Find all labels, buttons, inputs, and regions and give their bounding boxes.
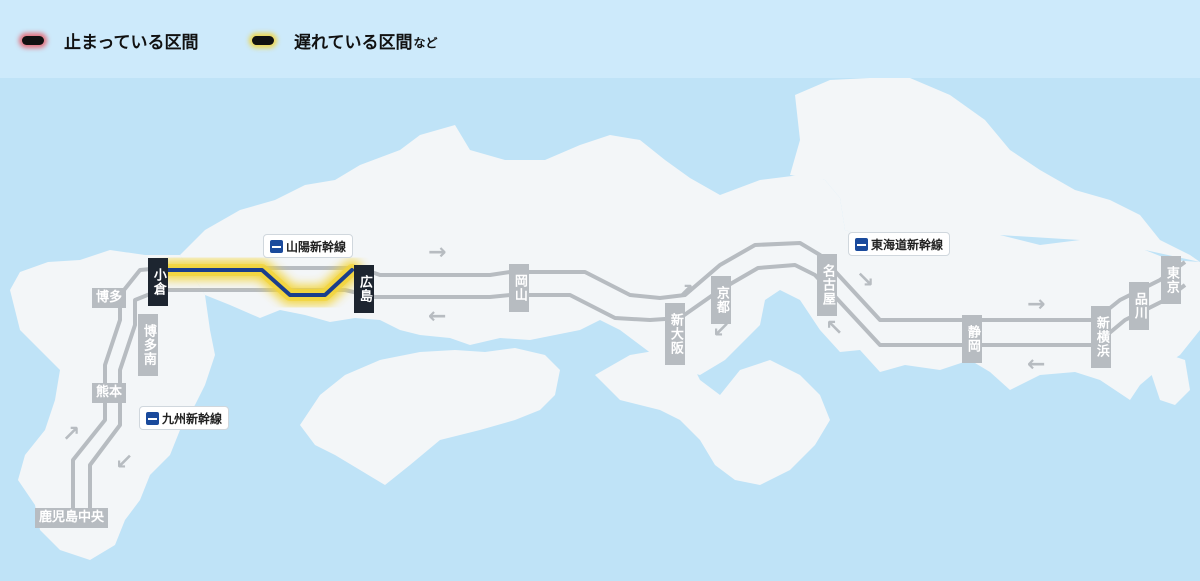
legend-delayed-swatch xyxy=(252,35,274,45)
arrow-up-left-icon: ↖ xyxy=(825,316,844,341)
legend-stopped-swatch xyxy=(22,35,44,45)
shinkansen-icon xyxy=(855,237,868,251)
station-kumamoto[interactable]: 熊本 xyxy=(92,383,127,403)
station-shin-osaka[interactable]: 新大阪 xyxy=(665,303,685,365)
map-svg xyxy=(0,78,1200,581)
legend-stopped-label: 止まっている区間 xyxy=(64,32,199,53)
line-label-kyushu: 九州新幹線 xyxy=(139,406,230,430)
station-hakata-minami[interactable]: 博多南 xyxy=(138,314,158,376)
station-tokyo[interactable]: 東京 xyxy=(1161,256,1181,304)
arrow-down-left-icon: ↙ xyxy=(712,318,731,343)
track-south xyxy=(88,263,1187,510)
legend-delayed: 遅れている区間 など xyxy=(252,28,438,53)
arrow-right-icon: → xyxy=(1027,292,1046,317)
station-kagoshima-chuo[interactable]: 鹿児島中央 xyxy=(35,508,109,528)
line-label-sanyo-text: 山陽新幹線 xyxy=(286,239,347,254)
legend-delayed-suffix: など xyxy=(413,35,438,50)
station-nagoya[interactable]: 名古屋 xyxy=(817,254,837,316)
legend-delayed-label: 遅れている区間 xyxy=(294,32,413,53)
route-map: 山陽新幹線 東海道新幹線 九州新幹線 小倉 広島 博多 博多南 熊本 鹿児島中央… xyxy=(0,78,1200,581)
delayed-section-track xyxy=(166,268,354,297)
shinkansen-icon xyxy=(270,239,283,253)
station-hiroshima[interactable]: 広島 xyxy=(354,265,374,313)
arrow-up-right-icon: ↗ xyxy=(62,422,81,447)
line-label-tokaido: 東海道新幹線 xyxy=(848,232,951,256)
landmass xyxy=(10,78,1200,560)
line-label-kyushu-text: 九州新幹線 xyxy=(162,411,223,426)
arrow-up-right-icon: ↗ xyxy=(676,280,695,305)
arrow-left-icon: ← xyxy=(1027,352,1046,377)
arrow-right-icon: → xyxy=(428,240,447,265)
arrow-left-icon: ← xyxy=(428,304,447,329)
station-shinagawa[interactable]: 品川 xyxy=(1129,282,1149,330)
station-hakata[interactable]: 博多 xyxy=(92,288,127,308)
station-kyoto[interactable]: 京都 xyxy=(711,276,731,324)
station-kokura[interactable]: 小倉 xyxy=(148,258,168,306)
line-label-tokaido-text: 東海道新幹線 xyxy=(871,237,944,252)
legend-bar: 止まっている区間 遅れている区間 など xyxy=(0,0,1200,78)
line-label-sanyo: 山陽新幹線 xyxy=(263,234,354,258)
station-okayama[interactable]: 岡山 xyxy=(509,264,529,312)
arrow-down-right-icon: ↘ xyxy=(856,268,875,293)
legend-stopped: 止まっている区間 xyxy=(22,28,199,53)
station-shin-yokohama[interactable]: 新横浜 xyxy=(1091,306,1111,368)
station-shizuoka[interactable]: 静岡 xyxy=(962,315,982,363)
arrow-down-left-icon: ↙ xyxy=(115,450,134,475)
shinkansen-icon xyxy=(146,411,159,425)
